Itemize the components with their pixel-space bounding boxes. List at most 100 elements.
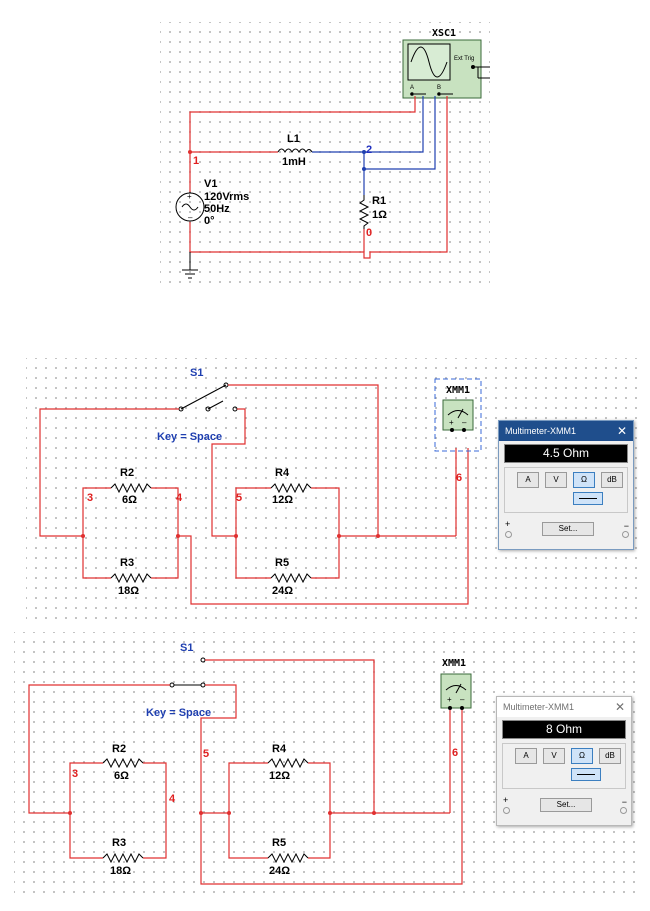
inductor-name: L1 (287, 133, 300, 145)
meter-plus-label: + (503, 795, 509, 805)
multimeter-dialog[interactable]: Multimeter-XMM1 ✕ 4.5 Ohm A V Ω dB + − S… (498, 420, 634, 550)
node-label-3: 3 (87, 492, 93, 504)
source-voltage: 120Vrms (204, 191, 249, 203)
resistor-r5[interactable] (270, 572, 312, 584)
r4-value: 12Ω (272, 494, 293, 506)
switch-key-label: Key = Space (157, 431, 222, 443)
close-icon[interactable]: ✕ (614, 700, 625, 714)
r2-name: R2 (120, 467, 134, 479)
meter-selection-box (434, 378, 482, 452)
r2-name: R2 (112, 743, 126, 755)
inductor-l1[interactable] (277, 148, 313, 153)
scope-ext-trig-label: Ext Trig (454, 56, 474, 62)
resistor-r4[interactable] (267, 757, 309, 769)
dc-mode-button[interactable] (571, 768, 601, 781)
decibel-button[interactable]: dB (599, 748, 621, 764)
wire-switch-node3 (28, 684, 170, 814)
ammeter-button[interactable]: A (517, 472, 539, 488)
wire-node5-meter (200, 710, 463, 885)
multimeter-title: Multimeter-XMM1 (505, 426, 577, 436)
scope-ch-a-label: A (410, 85, 414, 91)
circuit2-panel: S1 Key = Space R2 (26, 358, 640, 620)
resistor-r2[interactable] (110, 482, 152, 494)
wire-scope-a-neg (364, 96, 424, 153)
resistor-name: R1 (372, 195, 386, 207)
voltmeter-button[interactable]: V (543, 748, 565, 764)
switch-s1-upper[interactable] (200, 657, 206, 663)
multimeter-reading: 8 Ohm (502, 720, 626, 739)
voltmeter-button[interactable]: V (545, 472, 567, 488)
minus-terminal (620, 807, 627, 814)
close-icon[interactable]: ✕ (616, 424, 627, 438)
node-label-3: 3 (72, 768, 78, 780)
source-frequency: 50Hz (204, 203, 230, 215)
circuit1-panel: XSC1 Ext Trig A B L1 1mH R1 1Ω (160, 22, 490, 290)
multimeter-title-bar[interactable]: Multimeter-XMM1 ✕ (497, 697, 631, 717)
node-label-0: 0 (366, 227, 372, 239)
circuit1-schematic: XSC1 Ext Trig A B L1 1mH R1 1Ω (175, 28, 490, 279)
set-button[interactable]: Set... (540, 798, 592, 812)
r3-value: 18Ω (110, 865, 131, 877)
resistor-r3[interactable] (110, 572, 152, 584)
r2-value: 6Ω (122, 494, 137, 506)
multimeter-symbol[interactable] (440, 673, 472, 709)
sine-wave-icon (410, 46, 448, 78)
meter-plus-label: + (505, 519, 511, 529)
scope-name: XSC1 (432, 28, 456, 39)
inductor-value: 1mH (282, 156, 306, 168)
wire-switch-node5 (200, 684, 237, 814)
resistor-r5[interactable] (267, 852, 309, 864)
svg-text:+: + (187, 192, 192, 201)
switch-key-label: Key = Space (146, 707, 211, 719)
r5-value: 24Ω (269, 865, 290, 877)
node-label-5: 5 (203, 748, 209, 760)
set-button[interactable]: Set... (542, 522, 594, 536)
switch-s1-lever[interactable] (180, 384, 227, 410)
ohmmeter-button[interactable]: Ω (571, 748, 593, 764)
svg-text:–: – (188, 213, 193, 222)
svg-text:+: + (447, 695, 452, 704)
r3-name: R3 (112, 837, 126, 849)
multimeter-reading: 4.5 Ohm (504, 444, 628, 463)
plus-terminal (505, 531, 512, 538)
r3-value: 18Ω (118, 585, 139, 597)
r5-name: R5 (272, 837, 286, 849)
r5-name: R5 (275, 557, 289, 569)
minus-terminal (622, 531, 629, 538)
circuit2-schematic: S1 Key = Space R2 (39, 367, 482, 605)
svg-text:–: – (460, 695, 465, 704)
resistor-r3[interactable] (102, 852, 144, 864)
resistor-value: 1Ω (372, 209, 387, 221)
r2-value: 6Ω (114, 770, 129, 782)
wire-scope-a (189, 96, 416, 150)
node-label-2: 2 (366, 144, 372, 156)
multimeter-title: Multimeter-XMM1 (503, 702, 575, 712)
wire-switch-node6 (228, 384, 379, 536)
wire-ground-return (190, 96, 448, 259)
r3-name: R3 (120, 557, 134, 569)
resistor-r1[interactable] (358, 195, 370, 229)
node-label-4: 4 (169, 793, 176, 805)
node-label-5: 5 (236, 492, 242, 504)
ammeter-button[interactable]: A (515, 748, 537, 764)
multimeter-controls: A V Ω dB (504, 467, 628, 513)
r4-name: R4 (272, 743, 287, 755)
node-label-1: 1 (193, 155, 199, 167)
node-label-6: 6 (456, 472, 462, 484)
decibel-button[interactable]: dB (601, 472, 623, 488)
svg-text:+: + (449, 418, 454, 427)
r5-value: 24Ω (272, 585, 293, 597)
wire-switch-node5 (211, 408, 246, 537)
dc-mode-button[interactable] (573, 492, 603, 505)
ohmmeter-button[interactable]: Ω (573, 472, 595, 488)
scope-terminal-a[interactable] (410, 92, 414, 96)
multimeter-dialog[interactable]: Multimeter-XMM1 ✕ 8 Ohm A V Ω dB + − Set… (496, 696, 632, 826)
circuit3-schematic: S1 Key = Space R2 6Ω (28, 642, 472, 885)
resistor-r2[interactable] (102, 757, 144, 769)
circuit3-panel: S1 Key = Space R2 6Ω (14, 632, 640, 894)
multimeter-symbol[interactable] (442, 399, 474, 431)
source-phase: 0° (204, 215, 215, 227)
resistor-r4[interactable] (270, 482, 312, 494)
scope-terminal-b[interactable] (437, 92, 441, 96)
multimeter-title-bar[interactable]: Multimeter-XMM1 ✕ (499, 421, 633, 441)
